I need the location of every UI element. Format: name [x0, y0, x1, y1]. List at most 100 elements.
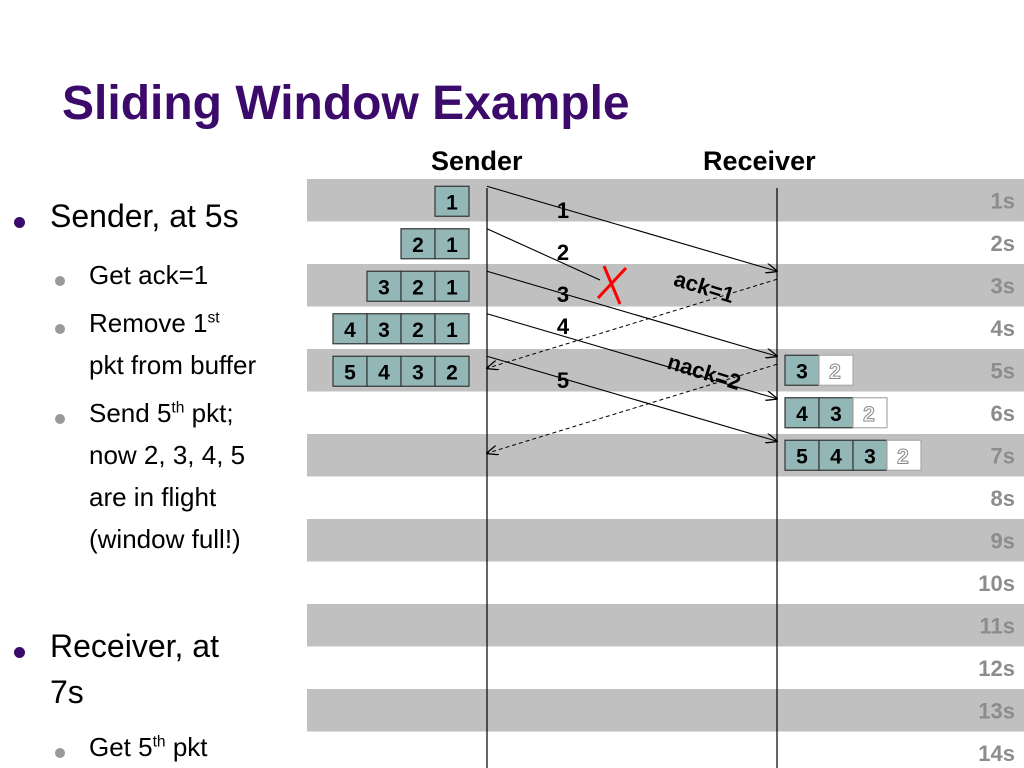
buffer-cell-label: 3: [796, 360, 808, 383]
buffer-cell-label: 2: [412, 319, 424, 342]
bullet-dot-icon: [14, 217, 25, 228]
packet-arrow: 5: [486, 355, 777, 441]
missing-cell-label: 2: [897, 445, 909, 468]
packet-label: 1: [557, 198, 569, 223]
time-label: 12s: [978, 656, 1015, 681]
buffer-cell-label: 2: [446, 361, 458, 384]
bullet-text: now 2, 3, 4, 5: [89, 440, 246, 470]
bullet-text: Sender, at 5s: [50, 198, 239, 234]
bullet-superscript: th: [171, 399, 185, 417]
time-band: [307, 519, 1024, 562]
buffer-cell: [434, 185, 470, 217]
time-label: 9s: [991, 528, 1015, 553]
bullet-dot-icon: [55, 276, 65, 286]
buffer-cell-label: 5: [344, 361, 356, 384]
missing-cell: [886, 439, 922, 471]
time-label: 4s: [991, 316, 1015, 341]
lost-mark-icon: [602, 265, 622, 305]
bullet-text: Send 5: [89, 398, 172, 428]
buffer-cell: [332, 355, 368, 387]
buffer-cell: [400, 228, 436, 260]
bullet-text: pkt from buffer: [89, 350, 257, 380]
time-label: 14s: [978, 741, 1015, 766]
bullet-dot-icon: [14, 647, 25, 658]
buffer-cell: [784, 354, 820, 386]
bullet-item: 7s: [50, 674, 84, 711]
bullet-superscript: st: [207, 309, 220, 327]
ack-line: [487, 363, 778, 453]
buffer-cell: [784, 439, 820, 471]
buffer-cell: [434, 270, 470, 302]
sub-bullet-item: Remove 1st: [89, 308, 220, 339]
buffer-cell: [434, 228, 470, 260]
bullet-item: Sender, at 5s: [50, 198, 239, 235]
buffer-cell-label: 2: [412, 276, 424, 299]
ack-line: [487, 278, 778, 368]
time-label: 13s: [978, 698, 1015, 723]
buffer-cell: [818, 439, 854, 471]
sub-bullet-item: are in flight: [89, 482, 216, 513]
missing-cell-label: 2: [863, 403, 875, 426]
bullet-text-tail: pkt: [165, 732, 208, 762]
bullet-text: 7s: [50, 674, 84, 710]
bullet-dot-icon: [55, 414, 65, 424]
buffer-cell: [366, 270, 402, 302]
buffer-cell-label: 1: [446, 276, 458, 299]
packet-line: [486, 228, 601, 281]
sub-bullet-item: pkt from buffer: [89, 350, 256, 381]
bullet-dot-icon: [55, 748, 65, 758]
time-band: [307, 689, 1024, 732]
time-label: 11s: [980, 613, 1016, 638]
buffer-cell-label: 3: [412, 361, 424, 384]
buffer-cell-label: 2: [412, 234, 424, 257]
buffer-cell-label: 4: [796, 403, 808, 426]
packet-line: [486, 185, 777, 271]
missing-cell-label: 2: [829, 360, 841, 383]
packet-label: 2: [557, 240, 569, 265]
buffer-cell-label: 5: [796, 445, 808, 468]
missing-cell: [818, 354, 854, 386]
slide-title: Sliding Window Example: [62, 77, 630, 130]
packet-arrow: 3: [486, 270, 777, 356]
packet-label: 3: [557, 282, 569, 307]
buffer-cell-label: 3: [378, 319, 390, 342]
bullet-text: (window full!): [89, 524, 241, 554]
bullet-text: Get ack=1: [89, 260, 209, 290]
sub-bullet-item: Get ack=1: [89, 260, 208, 291]
bullet-superscript: th: [152, 733, 166, 751]
buffer-cell: [852, 439, 888, 471]
sub-bullet-item: (window full!): [89, 524, 241, 555]
buffer-cell: [784, 397, 820, 429]
time-label: 6s: [991, 401, 1015, 426]
packet-label: 5: [557, 368, 569, 393]
time-label: 5s: [991, 358, 1015, 383]
packet-arrow: 1: [486, 185, 777, 271]
time-label: 2s: [991, 231, 1015, 256]
buffer-cell: [434, 355, 470, 387]
bullet-dot-icon: [55, 324, 65, 334]
buffer-cell-label: 3: [830, 403, 842, 426]
buffer-cell: [400, 270, 436, 302]
time-band: [307, 179, 1024, 222]
packet-arrow: 2: [486, 228, 628, 305]
time-band: [307, 604, 1024, 647]
bullet-text: Remove 1: [89, 308, 208, 338]
buffer-cell-label: 4: [378, 361, 390, 384]
packet-label: 4: [557, 314, 570, 339]
receiver-header: Receiver: [703, 146, 816, 176]
sub-bullet-item: Send 5th pkt;: [89, 398, 234, 429]
time-label: 1s: [991, 188, 1015, 213]
bullet-text-tail: pkt;: [184, 398, 234, 428]
sender-buffer: 1: [434, 185, 470, 217]
buffer-cell-label: 4: [344, 319, 356, 342]
buffer-cell: [400, 313, 436, 345]
buffer-cell: [366, 313, 402, 345]
bullet-text: Receiver, at: [50, 628, 219, 664]
